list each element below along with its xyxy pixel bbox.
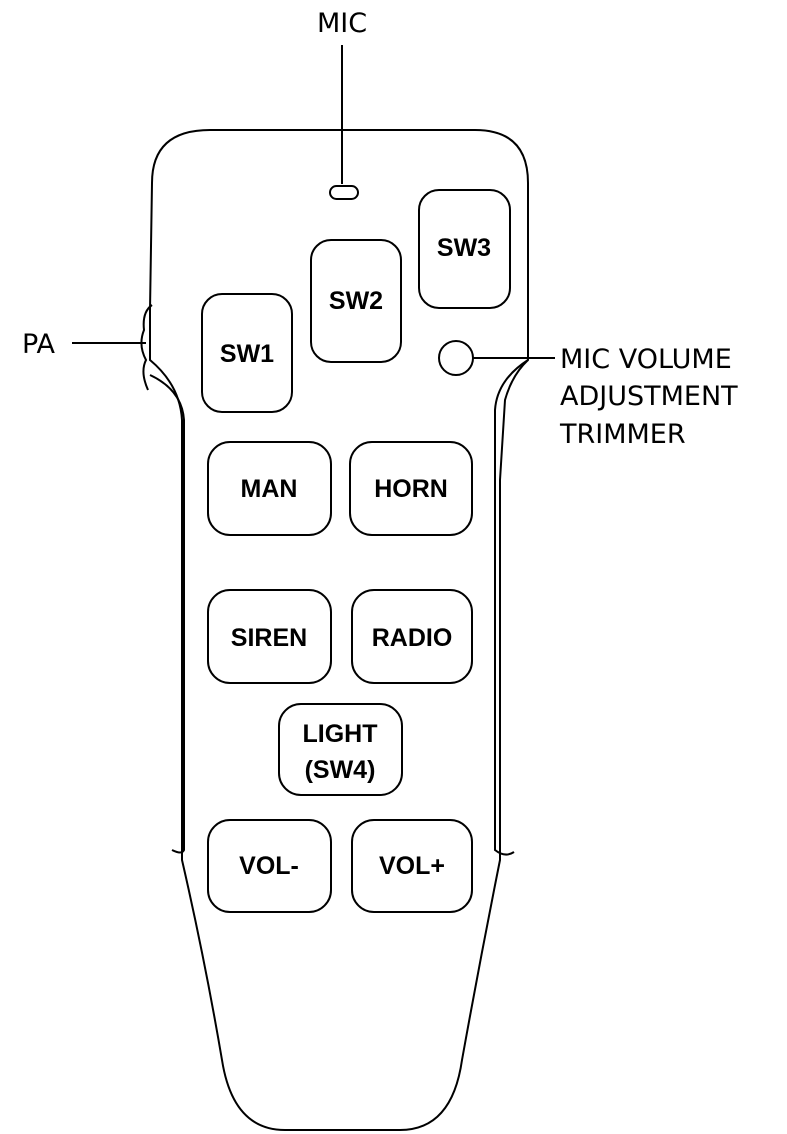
trimmer-label-line3: TRIMMER xyxy=(559,419,686,450)
sw1-button[interactable]: SW1 xyxy=(201,293,293,413)
man-label: MAN xyxy=(241,475,298,503)
light-sw4-button[interactable]: LIGHT (SW4) xyxy=(278,703,403,796)
horn-button[interactable]: HORN xyxy=(349,441,473,536)
horn-label: HORN xyxy=(374,475,448,503)
sw1-label: SW1 xyxy=(220,340,274,368)
mic-volume-trimmer[interactable] xyxy=(438,340,474,376)
sw2-button[interactable]: SW2 xyxy=(310,239,402,363)
trimmer-label-line1: MIC VOLUME xyxy=(560,344,732,375)
siren-label: SIREN xyxy=(231,624,307,652)
pa-callout-label: PA xyxy=(22,329,56,360)
volume-down-label: VOL- xyxy=(239,852,299,880)
volume-up-button[interactable]: VOL+ xyxy=(351,819,473,913)
siren-button[interactable]: SIREN xyxy=(207,589,332,684)
mic-hole xyxy=(329,185,359,200)
volume-up-label: VOL+ xyxy=(379,852,445,880)
mic-callout-label: MIC xyxy=(317,8,367,39)
left-grip-line xyxy=(149,374,185,854)
sw2-label: SW2 xyxy=(329,287,383,315)
man-button[interactable]: MAN xyxy=(207,441,332,536)
volume-down-button[interactable]: VOL- xyxy=(207,819,332,913)
right-grip-line xyxy=(494,359,529,856)
trimmer-label-line2: ADJUSTMENT xyxy=(560,381,738,412)
sw3-button[interactable]: SW3 xyxy=(418,189,511,309)
device-body-outline xyxy=(149,129,529,1131)
sw3-label: SW3 xyxy=(437,234,491,262)
radio-button[interactable]: RADIO xyxy=(351,589,473,684)
radio-label: RADIO xyxy=(372,624,453,652)
pa-side-button[interactable] xyxy=(140,304,153,391)
light-label-line1: LIGHT xyxy=(303,720,378,748)
light-label-line2: (SW4) xyxy=(305,756,376,784)
